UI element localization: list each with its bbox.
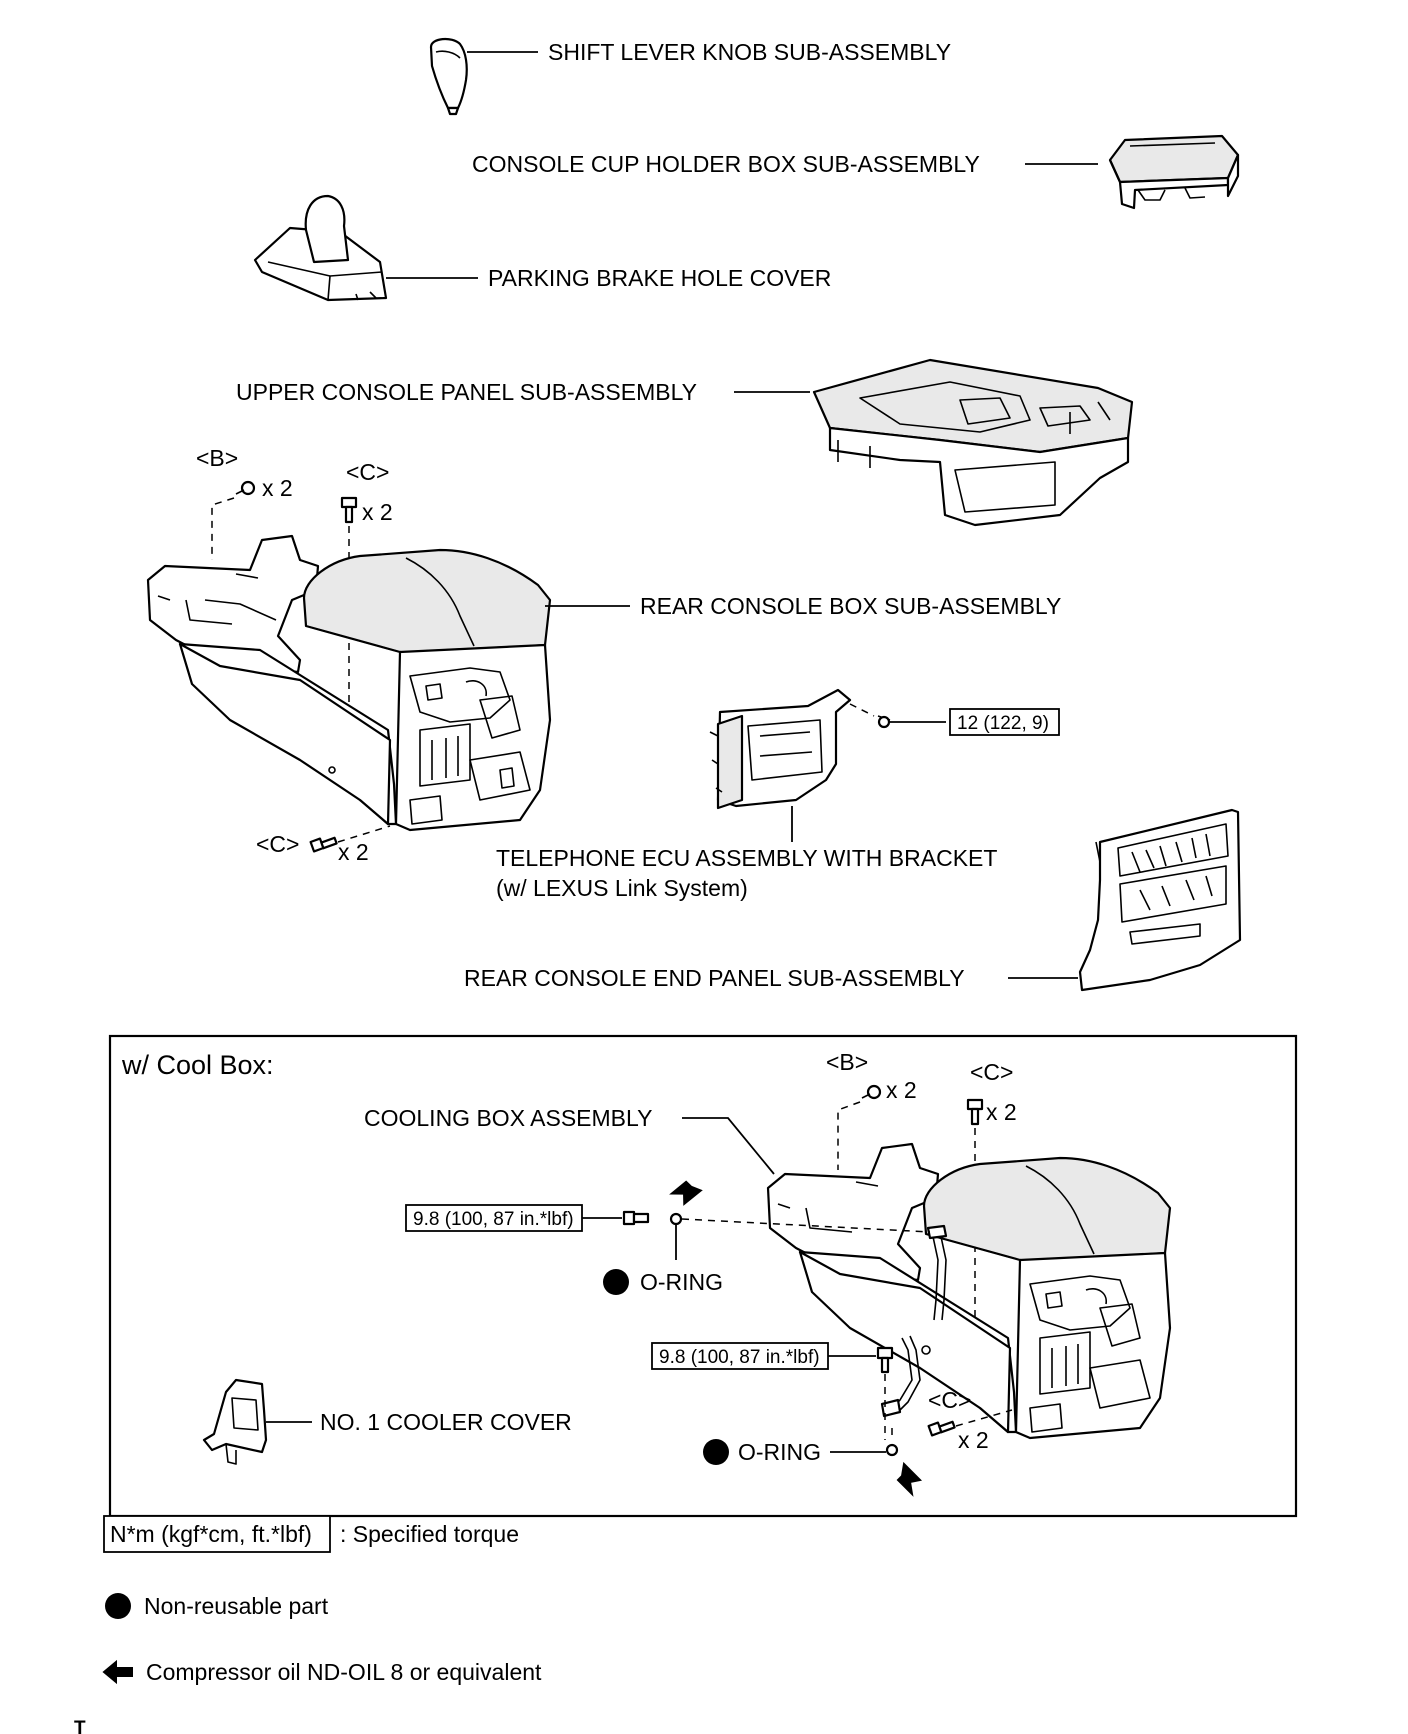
torque-box-ecu — [949, 708, 1060, 736]
section-bolt-c-icon — [966, 1098, 984, 1126]
legend-non-reusable-text: Non-reusable part — [144, 1593, 329, 1619]
o-ring-upper-label: O-RING — [640, 1269, 723, 1295]
cooler-cover-label: NO. 1 COOLER COVER — [320, 1409, 572, 1435]
telephone-ecu-with-bracket — [709, 688, 946, 842]
legend-torque-text: : Specified torque — [340, 1521, 519, 1547]
rear-end-panel-label: REAR CONSOLE END PANEL SUB-ASSEMBLY — [464, 965, 965, 991]
non-reusable-dot-upper — [603, 1269, 629, 1295]
section-fastener-c-lower-label: <C> — [928, 1387, 971, 1413]
no1-cooler-cover — [202, 1378, 312, 1465]
pipe-bolt-upper-icon — [622, 1210, 650, 1226]
legend-non-reusable-dot-icon — [105, 1593, 131, 1619]
oil-arrow-lower-icon — [896, 1461, 923, 1497]
non-reusable-dot-lower — [703, 1439, 729, 1465]
fastener-b-label: <B> — [196, 445, 238, 471]
cooling-box-label: COOLING BOX ASSEMBLY — [364, 1105, 652, 1131]
o-ring-lower-label: O-RING — [738, 1439, 821, 1465]
upper-panel-label: UPPER CONSOLE PANEL SUB-ASSEMBLY — [236, 379, 697, 405]
section-fastener-c-label: <C> — [970, 1059, 1013, 1085]
torque-pipe-upper-value: 9.8 (100, 87 in.*lbf) — [413, 1209, 574, 1230]
section-bolt-c-lower-icon — [927, 1420, 956, 1437]
legend-torque-box — [103, 1515, 331, 1553]
telephone-ecu-label: TELEPHONE ECU ASSEMBLY WITH BRACKET — [496, 845, 997, 871]
footer-code: T — [74, 1718, 86, 1734]
fastener-c-label: <C> — [346, 459, 389, 485]
clip-b-icon — [235, 480, 256, 496]
upper-console-panel — [734, 358, 1134, 527]
shift-knob-label: SHIFT LEVER KNOB SUB-ASSEMBLY — [548, 39, 951, 65]
bolt-c-icon — [340, 496, 358, 524]
legend-compressor-oil-text: Compressor oil ND-OIL 8 or equivalent — [146, 1659, 542, 1685]
fastener-b-qty: x 2 — [262, 475, 293, 501]
cool-box-section-frame — [108, 1034, 1298, 1518]
parking-brake-hole-cover — [253, 194, 478, 302]
fastener-c-lower-label: <C> — [256, 831, 299, 857]
legend-oil-arrow-icon — [102, 1659, 133, 1685]
oil-arrow-upper-icon — [669, 1180, 703, 1206]
pipe-bolt-lower-icon — [876, 1346, 894, 1374]
bolt-c-lower-icon — [309, 836, 338, 853]
cooling-box-assembly — [766, 1142, 1172, 1440]
shift-lever-knob — [429, 37, 538, 116]
cup-holder-label: CONSOLE CUP HOLDER BOX SUB-ASSEMBLY — [472, 151, 980, 177]
rear-console-end-panel — [1008, 808, 1242, 992]
torque-pipe-lower-value: 9.8 (100, 87 in.*lbf) — [659, 1347, 820, 1368]
rear-console-box — [146, 534, 630, 832]
section-fastener-b-label: <B> — [826, 1049, 868, 1075]
parking-brake-label: PARKING BRAKE HOLE COVER — [488, 265, 831, 291]
section-clip-b-icon — [861, 1084, 882, 1100]
section-fastener-c-qty: x 2 — [986, 1099, 1017, 1125]
fastener-c-lower-qty: x 2 — [338, 839, 369, 865]
legend-torque-box-text: N*m (kgf*cm, ft.*lbf) — [110, 1521, 312, 1547]
cool-box-section-title: w/ Cool Box: — [121, 1050, 274, 1080]
console-cup-holder-box — [1025, 134, 1240, 210]
telephone-ecu-note: (w/ LEXUS Link System) — [496, 875, 748, 901]
rear-console-box-label: REAR CONSOLE BOX SUB-ASSEMBLY — [640, 593, 1061, 619]
fastener-c-qty: x 2 — [362, 499, 393, 525]
section-fastener-b-qty: x 2 — [886, 1077, 917, 1103]
torque-ecu-value: 12 (122, 9) — [957, 713, 1049, 734]
o-ring-lower — [885, 1443, 899, 1457]
o-ring-upper — [669, 1212, 683, 1226]
section-fastener-c-lower-qty: x 2 — [958, 1427, 989, 1453]
